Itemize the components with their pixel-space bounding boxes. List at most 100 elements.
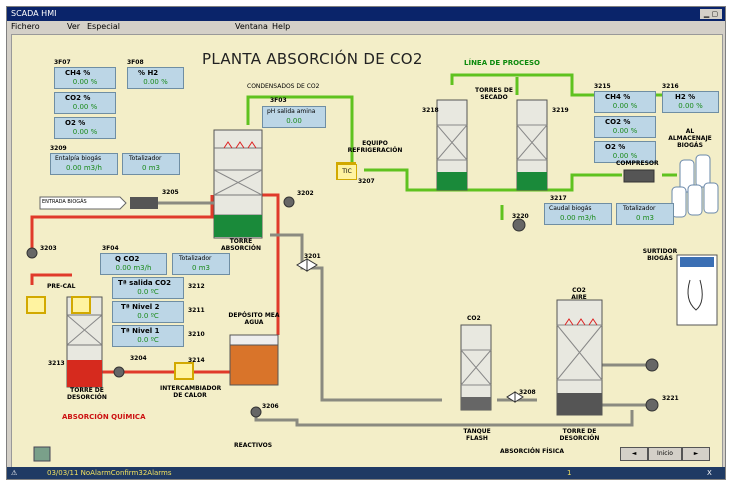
- title-bar: SCADA HMI ▁ ▢ ✕: [7, 7, 725, 28]
- menu-ver[interactable]: Ver: [67, 22, 81, 31]
- tag-t-salida: 3212: [188, 283, 205, 290]
- panel-co2-out[interactable]: CO2 % 0.00 %: [594, 116, 656, 138]
- panel-o2-in[interactable]: O2 % 0.00 %: [54, 117, 116, 139]
- tag-h2-in: 3F08: [127, 59, 144, 66]
- tag-3221: 3221: [662, 395, 679, 402]
- panel-t-nivel2[interactable]: Tª Nivel 2 0.0 ºC: [112, 301, 184, 323]
- menu-especial[interactable]: Especial: [87, 22, 120, 31]
- pumps: [26, 196, 659, 418]
- label-tanque-flash: TANQUE FLASH: [463, 428, 491, 442]
- t-salida-label: Tª salida CO2: [118, 279, 171, 287]
- panel-caudal-out[interactable]: Caudal biogás 0.00 m3/h: [544, 203, 612, 225]
- panel-ph[interactable]: pH salida amina 0.00: [262, 106, 326, 128]
- physical-desorption-tower: [556, 299, 603, 416]
- tag-3202: 3202: [297, 190, 314, 197]
- tag-3220: 3220: [512, 213, 529, 220]
- totalizador-1-label: Totalizador: [129, 155, 162, 162]
- tag-3205: 3205: [162, 189, 179, 196]
- label-deposito: DEPÓSITO MEA AGUA: [228, 312, 280, 326]
- tag-3214: 3214: [188, 357, 205, 364]
- process-canvas: PLANTA ABSORCIÓN DE CO2 3F07 CH4 % 0.00 …: [11, 34, 723, 468]
- t-nivel1-value: 0.0 ºC: [137, 336, 159, 344]
- corner-widget[interactable]: [33, 446, 51, 462]
- red-pipes: [30, 193, 280, 374]
- tag-3203: 3203: [40, 245, 57, 252]
- alarm-status-bar: ⚠ 03/03/11 NoAlarmConfirm32Alarms 1 X: [7, 467, 725, 479]
- pipe-absorber-to-flash: [270, 233, 442, 402]
- page-title: PLANTA ABSORCIÓN DE CO2: [202, 50, 423, 68]
- label-torre-desorcion: TORRE DE DESORCIÓN: [67, 387, 107, 401]
- caudal-out-value: 0.00 m3/h: [560, 214, 596, 222]
- flash-tank: [460, 324, 492, 411]
- panel-entalpia[interactable]: Entalpía biogás 0.00 m3/h: [50, 153, 118, 175]
- panel-totalizador-2[interactable]: Totalizador 0 m3: [172, 253, 230, 275]
- pump-physical-bottom: [645, 398, 659, 412]
- panel-q-co2[interactable]: Q CO2 0.00 m3/h: [100, 253, 167, 275]
- biogas-storage: [671, 154, 719, 218]
- menu-ventana[interactable]: Ventana: [235, 22, 268, 31]
- tag-3213: 3213: [48, 360, 65, 367]
- panel-ch4-out[interactable]: CH4 % 0.00 %: [594, 91, 656, 113]
- tag-ch4-in: 3F07: [54, 59, 71, 66]
- panel-t-salida[interactable]: Tª salida CO2 0.0 ºC: [112, 277, 184, 299]
- tag-3208: 3208: [519, 389, 536, 396]
- menu-help[interactable]: Help: [272, 22, 291, 31]
- green-pipes: [246, 73, 677, 220]
- heat-exchanger: [174, 362, 194, 380]
- drying-tower-2: [516, 99, 548, 191]
- panel-co2-in[interactable]: CO2 % 0.00 %: [54, 92, 116, 114]
- label-linea-proceso: LÍNEA DE PROCESO: [464, 59, 540, 67]
- panel-t-nivel1[interactable]: Tª Nivel 1 0.0 ºC: [112, 325, 184, 347]
- co2-in-label: CO2 %: [65, 94, 91, 102]
- tag-q-co2: 3F04: [102, 245, 119, 252]
- label-pre-cal: PRE-CAL: [47, 283, 76, 290]
- h2-out-value: 0.00 %: [678, 102, 703, 110]
- precal-unit-2: [71, 296, 91, 314]
- t-nivel2-value: 0.0 ºC: [137, 312, 159, 320]
- pipe-deposit-bottom: [254, 407, 634, 427]
- tag-t-nivel2: 3211: [188, 307, 205, 314]
- label-torre-absorcion: TORRE ABSORCIÓN: [220, 238, 262, 252]
- panel-totalizador-1[interactable]: Totalizador 0 m3: [122, 153, 180, 175]
- totalizador-3-label: Totalizador: [623, 205, 656, 212]
- alarm-icon[interactable]: ⚠: [11, 469, 18, 477]
- nav-forward-button[interactable]: ►: [682, 447, 710, 461]
- panel-totalizador-3[interactable]: Totalizador 0 m3: [616, 203, 674, 225]
- menu-fichero[interactable]: Fichero: [11, 22, 40, 31]
- co2-in-value: 0.00 %: [72, 103, 98, 111]
- pipe-deposit-to-absorber: [262, 193, 280, 335]
- compressor-unit: [623, 169, 655, 183]
- tag-3207: 3207: [358, 178, 375, 185]
- tag-3201: 3201: [304, 253, 321, 260]
- pump-desorber-out: [113, 366, 125, 378]
- tag-3206: 3206: [262, 403, 279, 410]
- pipe-absorber-to-desorber: [30, 195, 214, 250]
- nav-back-button[interactable]: ◄: [620, 447, 648, 461]
- pump-dryer: [512, 218, 526, 232]
- status-page: 1: [567, 469, 572, 477]
- drying-tower-1: [436, 99, 468, 191]
- valve-flash: [506, 391, 524, 403]
- ch4-in-value: 0.00 %: [72, 78, 98, 86]
- status-close[interactable]: X: [707, 469, 712, 477]
- tag-h2-out: 3216: [662, 83, 679, 90]
- window-controls[interactable]: ▁ ▢ ✕: [700, 9, 722, 28]
- h2-in-value: 0.00 %: [143, 78, 168, 86]
- label-surtidor: SURTIDOR BIOGÁS: [642, 248, 678, 262]
- refrig-tic[interactable]: TIC: [337, 164, 357, 180]
- label-co2-aire: CO2 AIRE: [571, 287, 587, 301]
- tag-ph: 3F03: [270, 97, 287, 104]
- pipe-precal: [30, 273, 72, 285]
- pump-physical-top: [645, 358, 659, 372]
- h2-out-label: H2 %: [675, 93, 696, 101]
- nav-home-button[interactable]: Inicio: [648, 447, 682, 461]
- panel-o2-out[interactable]: O2 % 0.00 %: [594, 141, 656, 163]
- h2-in-label: % H2: [138, 69, 159, 77]
- panel-h2-in[interactable]: % H2 0.00 %: [127, 67, 184, 89]
- co2-out-label: CO2 %: [605, 118, 631, 126]
- label-condensados: CONDENSADOS DE CO2: [247, 83, 320, 90]
- panel-ch4-in[interactable]: CH4 % 0.00 %: [54, 67, 116, 89]
- pump-reactivos: [250, 406, 262, 418]
- panel-h2-out[interactable]: H2 % 0.00 %: [662, 91, 719, 113]
- pump-precal: [26, 247, 38, 259]
